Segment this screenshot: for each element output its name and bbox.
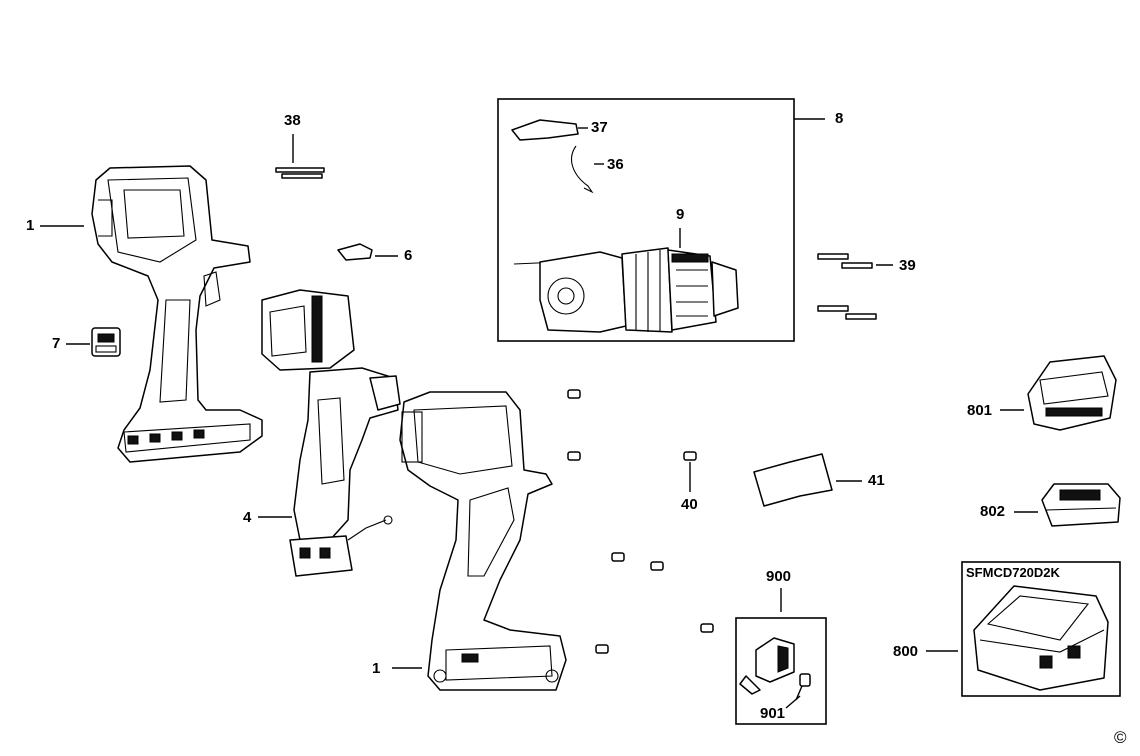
belt-clip-frame	[735, 617, 827, 725]
screw-icon	[795, 673, 811, 701]
callout-1-bottom: 1	[372, 660, 381, 677]
pin-set-icon	[275, 167, 325, 179]
callout-6: 6	[404, 247, 413, 264]
screw-icon	[567, 389, 714, 654]
callout-901: 901	[760, 705, 786, 722]
callout-9: 9	[676, 206, 685, 223]
callout-8: 8	[835, 110, 844, 127]
callout-38: 38	[284, 112, 301, 129]
light-module-icon	[91, 327, 121, 357]
drill-housing-half-icon	[399, 391, 567, 691]
callout-801: 801	[967, 402, 993, 419]
motor-assembly-icon	[261, 289, 401, 577]
kit-case-frame	[961, 561, 1121, 697]
gearbox-kit-frame	[497, 98, 795, 342]
callout-1-top: 1	[26, 217, 35, 234]
callout-41: 41	[868, 472, 885, 489]
callout-39: 39	[899, 257, 916, 274]
callout-900: 900	[766, 568, 792, 585]
callout-4: 4	[243, 509, 252, 526]
battery-pack-icon	[1027, 355, 1117, 431]
callout-802: 802	[980, 503, 1006, 520]
drill-housing-half-icon	[91, 165, 263, 463]
direction-switch-icon	[337, 243, 373, 261]
callout-37: 37	[591, 119, 608, 136]
callout-40: 40	[681, 496, 698, 513]
wire-spring-icon	[571, 145, 594, 194]
label-sticker-icon	[753, 453, 833, 507]
callout-800: 800	[893, 643, 919, 660]
copyright-mark: ©	[1114, 728, 1127, 747]
callout-36: 36	[607, 156, 624, 173]
screw-icon	[817, 253, 877, 320]
kit-model-label: SFMCD720D2K	[966, 565, 1060, 580]
carry-case-icon	[973, 585, 1109, 691]
callout-7: 7	[52, 335, 61, 352]
belt-clip-icon	[739, 637, 795, 695]
spring-plate-icon	[511, 119, 579, 141]
battery-pack-icon	[1041, 483, 1121, 527]
gearbox-chuck-icon	[513, 247, 739, 333]
